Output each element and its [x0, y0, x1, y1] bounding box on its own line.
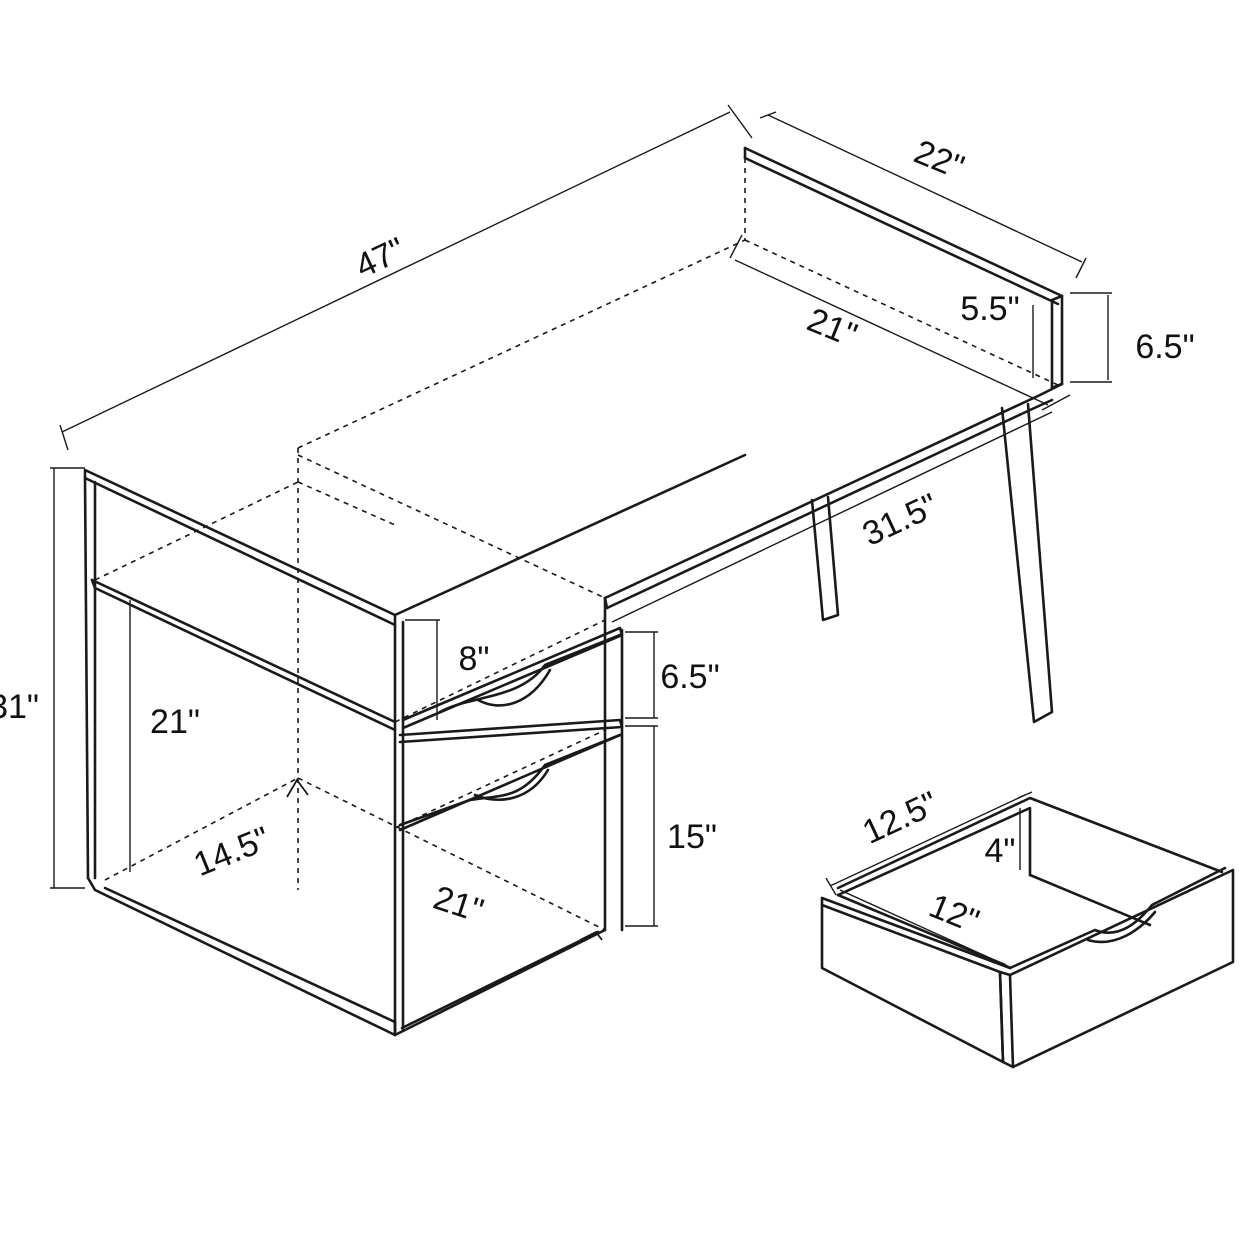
hidden-base-diagonal [297, 777, 606, 931]
base-right-inner-edge [400, 930, 600, 1030]
drawer-outline [820, 791, 1235, 1069]
label-drawer-width: 12.5" [857, 784, 944, 852]
desk-outline [83, 146, 1064, 1037]
hutch-side-panel [1050, 294, 1064, 390]
hutch-top-inner-edge [743, 156, 1060, 306]
front-leg [1000, 402, 1054, 724]
bottom-drawer-handle-inner [473, 768, 550, 801]
label-overall-width: 47" [350, 230, 411, 286]
hidden-shelf-side [297, 481, 396, 526]
hutch-top-edge [743, 146, 1064, 298]
bottom-drawer-top-edge [398, 718, 624, 744]
hidden-base-back [104, 777, 299, 881]
dim-tick-12-5-left [825, 877, 837, 896]
label-overall-depth: 22" [909, 133, 969, 187]
dim-tick-47-left [59, 424, 69, 451]
dim-tick-22-left [759, 111, 777, 119]
label-hutch-inner-height: 5.5" [960, 290, 1019, 328]
drawer-front-panel [1008, 868, 1235, 1069]
label-drawer-height: 4" [985, 832, 1016, 870]
back-leg [810, 495, 840, 622]
desktop-front-right-edge [603, 382, 1064, 600]
dim-tick-21-inner-left [729, 234, 743, 259]
label-drawer-top-panel: 8" [459, 640, 490, 678]
base-bracket-left [286, 778, 309, 798]
drawer-left-top-edge [820, 896, 1012, 970]
hidden-back-diagonal [297, 454, 606, 599]
drawer-floor-front [836, 893, 1007, 967]
label-knee-width: 31.5" [857, 486, 944, 554]
label-bottom-drawer-height: 15" [667, 818, 717, 856]
left-panel-front-edge [83, 476, 90, 880]
top-drawer-handle-inner [476, 668, 552, 707]
label-base-depth: 21" [429, 879, 488, 931]
hidden-lines [94, 158, 1059, 931]
top-drawer-handle-curve [438, 633, 622, 714]
dim-line-22 [767, 114, 1083, 263]
hidden-hutch-base [744, 239, 1059, 386]
base-bracket-right [579, 930, 603, 941]
desktop-front-edge [83, 468, 397, 627]
dim-line-12 [839, 889, 1013, 969]
hidden-back-top [297, 239, 746, 449]
dimension-lines [50, 104, 1112, 927]
dim-line-47 [61, 111, 731, 433]
label-base-width: 14.5" [188, 820, 275, 885]
dim-line-12-5 [829, 794, 1026, 887]
base-right-edge [393, 928, 607, 1037]
dim-line-31-5 [611, 411, 1053, 623]
drawer-back-inner [836, 806, 1032, 897]
label-shelf-height: 21" [150, 703, 200, 741]
hidden-shelf-right [394, 619, 606, 723]
shelf-front-inner-edge [93, 586, 397, 732]
drawer-left-panel [820, 903, 1005, 1064]
desktop-top-mid-edge [393, 453, 747, 617]
drawer-front-top-edge [1008, 866, 1227, 970]
base-front-edge [86, 876, 397, 1037]
label-top-drawer-height: 6.5" [660, 658, 719, 696]
dim-tick-47-right [727, 104, 753, 139]
dim-tick-12-5-right [1017, 791, 1033, 799]
hidden-drawer-right [394, 729, 606, 829]
drawer-handle-inner [1086, 910, 1157, 944]
drawer-back-top [836, 796, 1224, 890]
label-hutch-height: 6.5" [1135, 328, 1194, 366]
hidden-shelf-back [94, 481, 299, 581]
shelf-corner [90, 578, 97, 590]
shelf-front-edge [90, 578, 397, 724]
dim-line-21-inner [734, 259, 1049, 406]
drawer-floor-edge [1028, 873, 1152, 927]
bottom-drawer-bottom-edge [398, 733, 622, 832]
dim-tick-21-inner-right [1041, 394, 1071, 411]
label-inner-depth: 21" [802, 301, 862, 355]
dim-tick-22-right [1075, 257, 1087, 279]
label-overall-height: 31" [0, 688, 39, 726]
top-drawer-top-edge [401, 626, 624, 730]
